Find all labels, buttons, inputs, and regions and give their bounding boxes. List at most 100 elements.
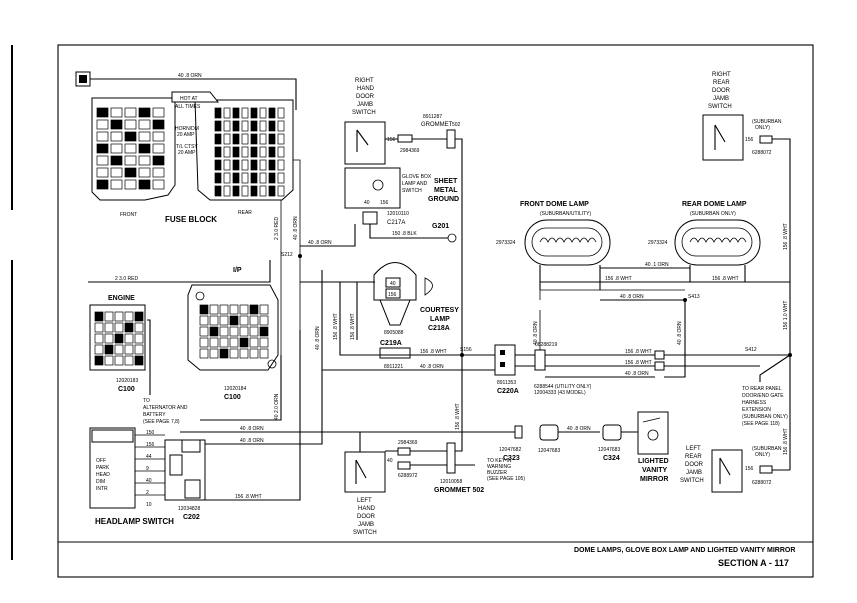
hs-pin-label: 9 bbox=[146, 466, 149, 472]
gb-pin2: 156 bbox=[380, 200, 389, 206]
connector-cavity bbox=[259, 120, 267, 132]
connector-cavity bbox=[214, 172, 222, 184]
ip-label: I/P bbox=[233, 267, 242, 274]
rj-l2: HAND bbox=[357, 86, 375, 92]
wire-156-wht-r2: 156 .8 WHT bbox=[625, 360, 652, 366]
connector-cavity bbox=[241, 146, 249, 158]
connector-cavity bbox=[259, 348, 269, 359]
gt-part: 8911287 bbox=[423, 114, 442, 120]
connector-cavity bbox=[110, 131, 123, 142]
rear-panel-note: TO REAR PANEL DOOR/END GATE HARNESS EXTE… bbox=[742, 386, 788, 427]
c323-part: 12047682 bbox=[499, 447, 521, 453]
connector-cavity bbox=[114, 333, 124, 344]
connector-cavity bbox=[268, 120, 276, 132]
rd-label: REAR DOME LAMP bbox=[682, 201, 747, 208]
rrj-sub2: ONLY) bbox=[755, 125, 770, 131]
connector-cavity bbox=[239, 315, 249, 326]
svg-text:HEAD: HEAD bbox=[96, 472, 110, 478]
fuse-block: FRONT REAR FUSE BLOCK HOT AT ALL TIMES H… bbox=[75, 71, 294, 224]
connector-cavity bbox=[219, 348, 229, 359]
gb2-label: GROMMET 502 bbox=[434, 487, 484, 494]
rrj-part: 6288072 bbox=[752, 150, 772, 156]
connector-cavity bbox=[259, 304, 269, 315]
svg-text:BATTERY: BATTERY bbox=[143, 412, 166, 418]
connector-cavity bbox=[232, 120, 240, 132]
utility-l1: 6288544 (UTILITY ONLY) bbox=[534, 384, 592, 390]
connector-cavity bbox=[268, 185, 276, 197]
connector-cavity bbox=[104, 322, 114, 333]
connector-cavity bbox=[250, 172, 258, 184]
connector-cavity bbox=[114, 311, 124, 322]
connector-cavity bbox=[229, 326, 239, 337]
conn-bot1: 2984369 bbox=[398, 440, 418, 446]
connector-cavity bbox=[199, 337, 209, 348]
connector-cavity bbox=[209, 304, 219, 315]
cl-l3: C218A bbox=[428, 325, 450, 332]
wire-40-orn-dome: 40 .8 ORN bbox=[620, 294, 644, 300]
wire-40-orn-v2: 40 .8 ORN bbox=[315, 326, 321, 350]
connector-cavity bbox=[134, 333, 144, 344]
svg-text:(SUBURBAN: (SUBURBAN bbox=[752, 446, 782, 452]
connector-cavity bbox=[232, 146, 240, 158]
rrj-l3: DOOR bbox=[712, 88, 731, 94]
svg-text:LEFT: LEFT bbox=[686, 446, 701, 452]
connector-cavity bbox=[124, 107, 137, 118]
wire-156-wht-mid: 156 .8 WHT bbox=[420, 349, 447, 355]
title-line1: DOME LAMPS, GLOVE BOX LAMP AND LIGHTED V… bbox=[574, 547, 795, 554]
cl-l1: COURTESY bbox=[420, 307, 459, 314]
connector-cavity bbox=[96, 119, 109, 130]
svg-text:BUZZER: BUZZER bbox=[487, 470, 507, 476]
wire-156-wht-dome2: 156 .8 WHT bbox=[712, 276, 739, 282]
connector-cavity bbox=[232, 172, 240, 184]
svg-text:VANITY: VANITY bbox=[642, 467, 667, 474]
c219a-label: C219A bbox=[380, 340, 402, 347]
connector-cavity bbox=[241, 172, 249, 184]
wire-156-wht-right: 156 .8 WHT bbox=[783, 223, 789, 250]
connector-cavity bbox=[152, 179, 165, 190]
connector-cavity bbox=[232, 133, 240, 145]
svg-text:HAND: HAND bbox=[358, 506, 376, 512]
connector-cavity bbox=[268, 172, 276, 184]
fd-label: FRONT DOME LAMP bbox=[520, 201, 589, 208]
front-dome-lamp: FRONT DOME LAMP (SUBURBAN/UTILITY) 29733… bbox=[496, 201, 611, 290]
rj-l4: JAMB bbox=[357, 102, 373, 108]
connector-cavity bbox=[249, 348, 259, 359]
gb-l3: SWITCH bbox=[402, 188, 422, 194]
tl-fuse-label-1: T/L CTSY bbox=[176, 144, 198, 150]
wire-156-wht-v2: 156 .8 WHT bbox=[350, 313, 356, 340]
rj-l3: DOOR bbox=[356, 94, 375, 100]
connector-cavity bbox=[214, 159, 222, 171]
c202-label: C202 bbox=[183, 514, 200, 521]
svg-text:TO KEY-IN: TO KEY-IN bbox=[487, 458, 512, 464]
connector-cavity bbox=[277, 146, 285, 158]
wire-40-1-orn: 40 .1 ORN bbox=[645, 262, 669, 268]
title-line2: SECTION A - 117 bbox=[718, 558, 789, 568]
c202-part: 12034828 bbox=[178, 506, 200, 512]
connector-cavity bbox=[124, 355, 134, 366]
connector-cavity bbox=[209, 337, 219, 348]
connector-cavity bbox=[259, 172, 267, 184]
connector-cavity bbox=[138, 131, 151, 142]
connector-cavity bbox=[249, 326, 259, 337]
svg-text:WARNING: WARNING bbox=[487, 464, 511, 470]
connector-cavity bbox=[114, 344, 124, 355]
connector-cavity bbox=[277, 159, 285, 171]
connector-cavity bbox=[110, 155, 123, 166]
c220a-part: 8911353 bbox=[497, 380, 516, 386]
rrj-pin: 156 bbox=[745, 137, 754, 143]
connector-cavity bbox=[229, 337, 239, 348]
connector-cavity bbox=[250, 133, 258, 145]
rj-pin: 156 bbox=[387, 137, 396, 143]
wire-156-wht-hs: 156 .8 WHT bbox=[235, 494, 262, 500]
connector-cavity bbox=[239, 304, 249, 315]
connector-cavity bbox=[138, 167, 151, 178]
connector-cavity bbox=[219, 304, 229, 315]
connector-cavity bbox=[277, 185, 285, 197]
connector-cavity bbox=[199, 326, 209, 337]
connector-cavity bbox=[239, 326, 249, 337]
svg-text:ALTERNATOR AND: ALTERNATOR AND bbox=[143, 405, 188, 411]
smg-l1: SHEET bbox=[434, 178, 458, 185]
gt-label: GROMMET bbox=[421, 122, 453, 128]
connector-cavity bbox=[219, 315, 229, 326]
